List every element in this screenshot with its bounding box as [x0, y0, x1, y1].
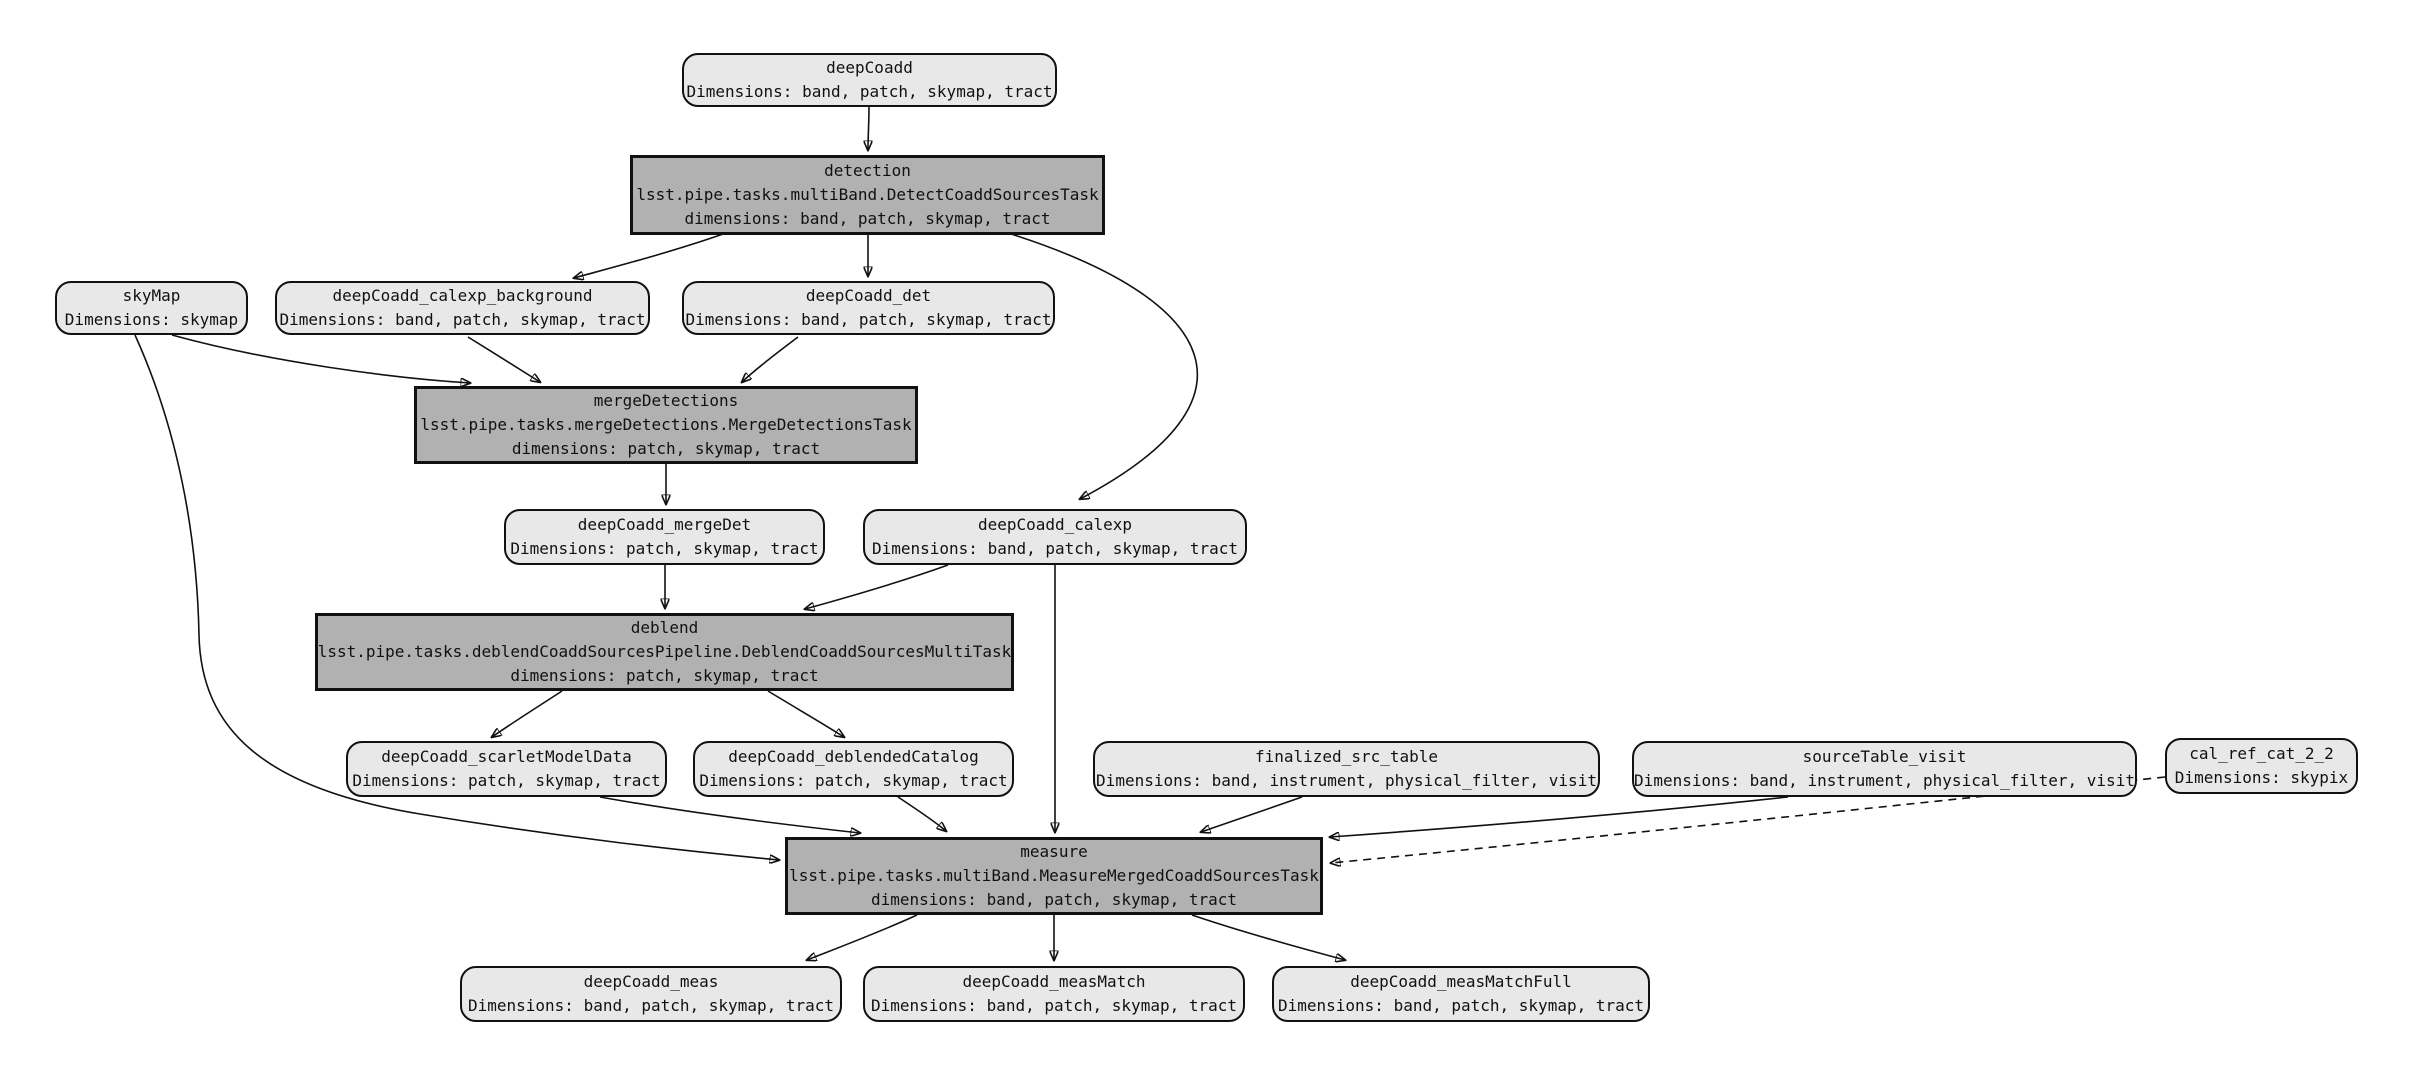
edge-cal_ref_cat_2_2-measure: [1331, 776, 2166, 863]
node-title: deepCoadd_deblendedCatalog: [728, 747, 979, 766]
node-title: deepCoadd_meas: [583, 972, 719, 991]
node-title: deepCoadd_calexp_background: [332, 286, 593, 305]
node-detection: detection lsst.pipe.tasks.multiBand.Dete…: [630, 155, 1105, 235]
edge-deblend-deepCoadd_scarletModelData: [492, 690, 563, 737]
node-dimensions: Dimensions: band, instrument, physical_f…: [1096, 771, 1597, 790]
node-task-class: lsst.pipe.tasks.mergeDetections.MergeDet…: [420, 415, 912, 434]
node-title: mergeDetections: [593, 391, 739, 410]
node-task-class: lsst.pipe.tasks.deblendCoaddSourcesPipel…: [317, 642, 1012, 661]
edge-skyMap-mergeDetections: [171, 334, 470, 383]
node-deepCoadd_det: deepCoadd_det Dimensions: band, patch, s…: [682, 281, 1055, 335]
node-title: skyMap: [122, 286, 181, 305]
node-dimensions: Dimensions: patch, skymap, tract: [699, 771, 1008, 790]
node-title: detection: [824, 161, 911, 180]
node-title: deepCoadd: [826, 58, 913, 77]
node-task-class: lsst.pipe.tasks.multiBand.DetectCoaddSou…: [636, 185, 1099, 204]
node-dimensions: Dimensions: band, patch, skymap, tract: [467, 996, 835, 1015]
node-dimensions: Dimensions: skypix: [2174, 768, 2349, 787]
node-title: deepCoadd_mergeDet: [577, 515, 752, 534]
node-dimensions: Dimensions: skymap: [64, 310, 239, 329]
node-title: cal_ref_cat_2_2: [2189, 744, 2334, 763]
node-cal_ref_cat_2_2: cal_ref_cat_2_2 Dimensions: skypix: [2165, 738, 2358, 794]
node-title: deepCoadd_measMatch: [962, 972, 1146, 991]
node-deepCoadd_deblendedCatalog: deepCoadd_deblendedCatalog Dimensions: p…: [693, 741, 1014, 797]
edge-sourceTable_visit-measure: [1330, 796, 1789, 837]
edge-detection-deepCoadd_calexp: [1007, 232, 1199, 499]
edge-deepCoadd_det-mergeDetections: [742, 336, 799, 382]
node-title: finalized_src_table: [1254, 747, 1439, 766]
node-deepCoadd_scarletModelData: deepCoadd_scarletModelData Dimensions: p…: [346, 741, 667, 797]
node-title: deblend: [630, 618, 699, 637]
node-dimensions: Dimensions: band, patch, skymap, tract: [871, 539, 1239, 558]
node-deepCoadd_mergeDet: deepCoadd_mergeDet Dimensions: patch, sk…: [504, 509, 825, 565]
edge-deblend-deepCoadd_deblendedCatalog: [767, 690, 844, 737]
node-title: deepCoadd_measMatchFull: [1350, 972, 1572, 991]
node-dimensions: Dimensions: band, instrument, physical_f…: [1634, 771, 2135, 790]
node-title: deepCoadd_scarletModelData: [381, 747, 632, 766]
node-measure: measure lsst.pipe.tasks.multiBand.Measur…: [785, 837, 1323, 915]
node-deepCoadd_measMatchFull: deepCoadd_measMatchFull Dimensions: band…: [1272, 966, 1650, 1022]
edge-skyMap-measure: [134, 334, 779, 860]
node-deepCoadd_calexp_background: deepCoadd_calexp_background Dimensions: …: [275, 281, 650, 335]
node-deepCoadd_measMatch: deepCoadd_measMatch Dimensions: band, pa…: [863, 966, 1245, 1022]
node-mergeDetections: mergeDetections lsst.pipe.tasks.mergeDet…: [414, 386, 918, 464]
node-dimensions: Dimensions: band, patch, skymap, tract: [279, 310, 646, 329]
node-title: deepCoadd_det: [805, 286, 932, 305]
node-deepCoadd_calexp: deepCoadd_calexp Dimensions: band, patch…: [863, 509, 1247, 565]
node-deepCoadd_meas: deepCoadd_meas Dimensions: band, patch, …: [460, 966, 842, 1022]
node-title: measure: [1020, 842, 1088, 861]
node-dimensions: dimensions: patch, skymap, tract: [511, 439, 821, 458]
node-finalized_src_table: finalized_src_table Dimensions: band, in…: [1093, 741, 1600, 797]
edge-deepCoadd_calexp_background-mergeDetections: [467, 336, 540, 382]
node-dimensions: Dimensions: band, patch, skymap, tract: [1277, 996, 1645, 1015]
node-dimensions: dimensions: band, patch, skymap, tract: [870, 890, 1238, 909]
node-skyMap: skyMap Dimensions: skymap: [55, 281, 248, 335]
edge-measure-deepCoadd_measMatchFull: [1191, 914, 1345, 960]
node-task-class: lsst.pipe.tasks.multiBand.MeasureMergedC…: [789, 866, 1319, 885]
edge-measure-deepCoadd_meas: [807, 914, 918, 960]
edge-deepCoadd-detection: [868, 106, 869, 150]
edge-deepCoadd_deblendedCatalog-measure: [897, 796, 946, 831]
node-dimensions: Dimensions: band, patch, skymap, tract: [870, 996, 1238, 1015]
node-title: sourceTable_visit: [1802, 747, 1967, 766]
edge-finalized_src_table-measure: [1201, 796, 1303, 832]
node-title: deepCoadd_calexp: [977, 515, 1133, 534]
edge-deepCoadd_calexp-deblend: [805, 564, 949, 609]
node-dimensions: dimensions: band, patch, skymap, tract: [684, 209, 1051, 228]
node-dimensions: dimensions: patch, skymap, tract: [510, 666, 819, 685]
edge-deepCoadd_scarletModelData-measure: [599, 796, 860, 833]
node-dimensions: Dimensions: band, patch, skymap, tract: [686, 82, 1053, 101]
node-dimensions: Dimensions: patch, skymap, tract: [352, 771, 661, 790]
node-dimensions: Dimensions: band, patch, skymap, tract: [685, 310, 1052, 329]
node-sourceTable_visit: sourceTable_visit Dimensions: band, inst…: [1632, 741, 2137, 797]
node-deepCoadd: deepCoadd Dimensions: band, patch, skyma…: [682, 53, 1057, 107]
edge-detection-deepCoadd_calexp_background: [574, 232, 727, 278]
node-deblend: deblend lsst.pipe.tasks.deblendCoaddSour…: [315, 613, 1014, 691]
node-dimensions: Dimensions: patch, skymap, tract: [510, 539, 819, 558]
